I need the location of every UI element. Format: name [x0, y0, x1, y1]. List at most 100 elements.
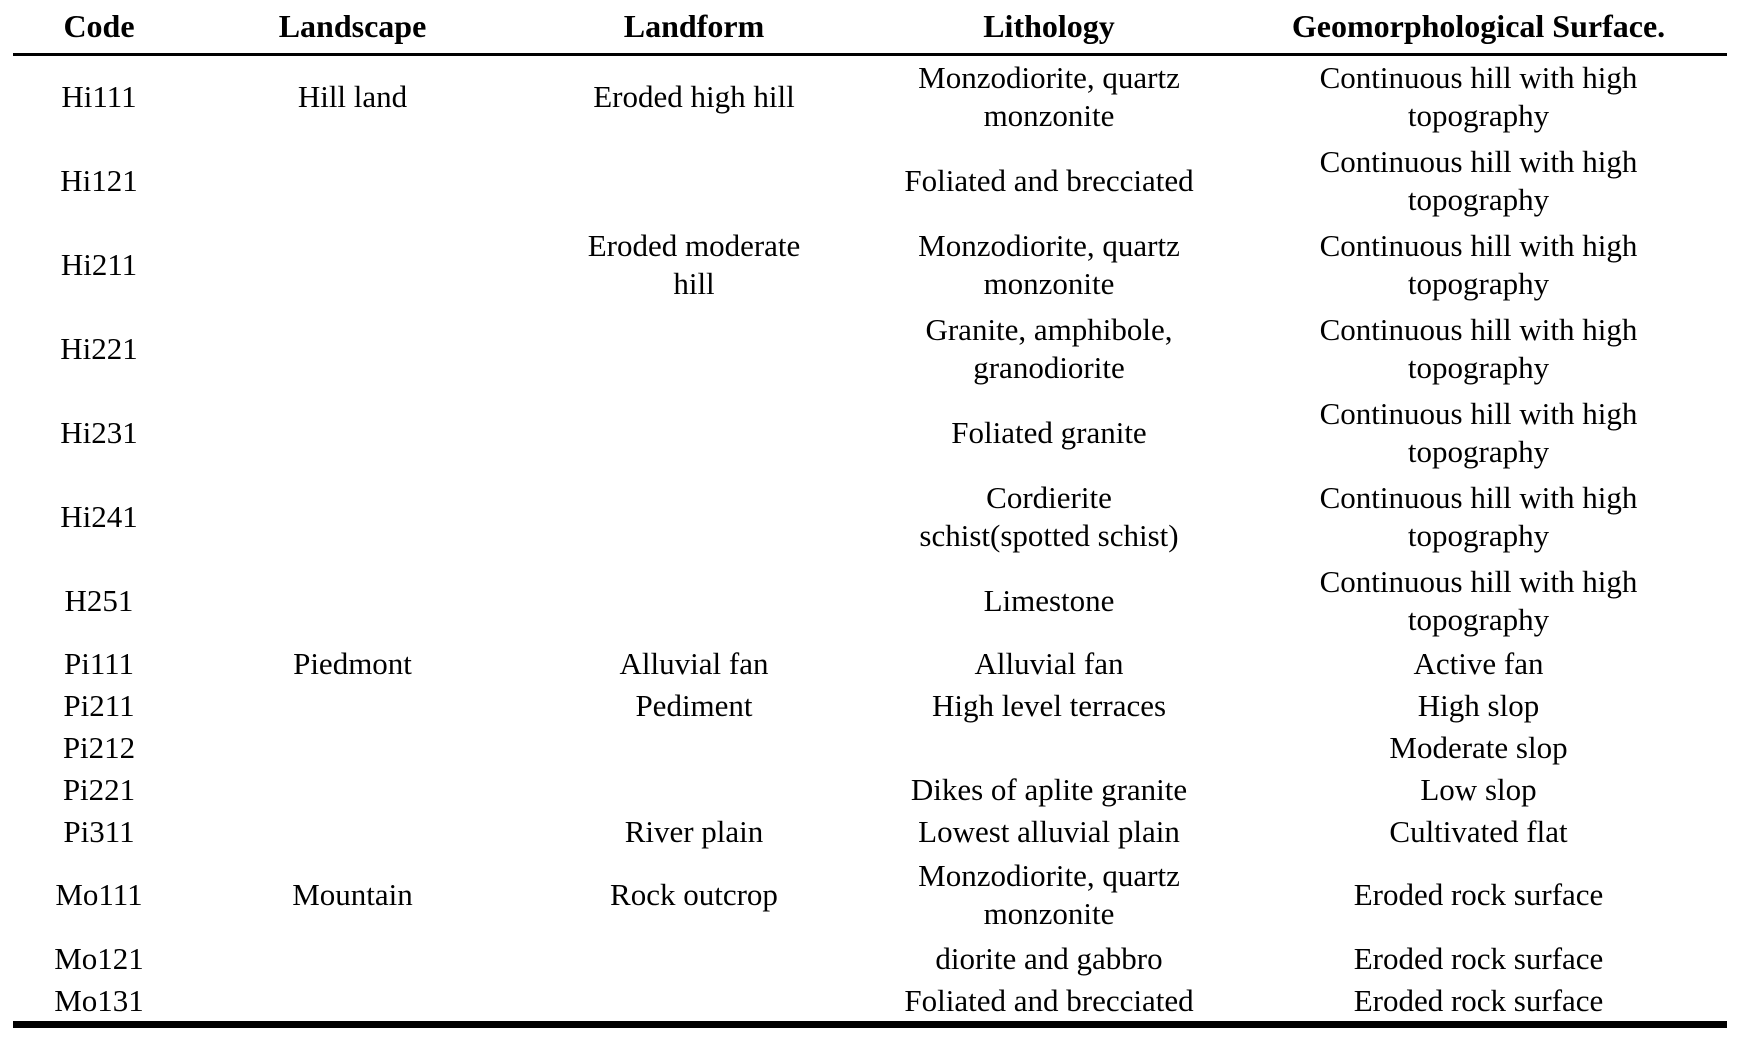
column-header-code: Code — [13, 0, 185, 56]
cell-landform: Rock outcrop — [610, 876, 778, 912]
header-row: Code Landscape Landform Lithology Geomor… — [13, 0, 1727, 56]
cell-landscape — [185, 981, 520, 1021]
cell-landscape — [185, 937, 520, 981]
cell-lithology: Foliated and brecciated — [904, 982, 1194, 1018]
cell-surface: Continuous hill with high topography — [1319, 395, 1638, 469]
column-header-lithology: Lithology — [868, 0, 1230, 56]
cell-landscape — [185, 769, 520, 811]
landform-table: Code Landscape Landform Lithology Geomor… — [13, 0, 1727, 1021]
table-row: Hi211 Eroded moderate hill Monzodiorite,… — [13, 223, 1727, 307]
cell-surface: Continuous hill with high topography — [1319, 311, 1638, 385]
cell-surface: Continuous hill with high topography — [1319, 143, 1638, 217]
cell-code: Hi121 — [60, 162, 138, 198]
cell-landscape — [185, 139, 520, 223]
cell-lithology: diorite and gabbro — [935, 940, 1163, 976]
cell-code: Hi221 — [60, 330, 138, 366]
cell-landform — [520, 981, 868, 1021]
cell-surface: Moderate slop — [1389, 729, 1568, 765]
cell-lithology: Alluvial fan — [974, 645, 1124, 681]
cell-surface: Eroded rock surface — [1353, 982, 1604, 1018]
cell-code: Pi111 — [63, 645, 135, 681]
cell-landscape — [185, 559, 520, 643]
cell-landscape — [185, 475, 520, 559]
table-row: Pi221 Dikes of aplite granite Low slop — [13, 769, 1727, 811]
cell-surface: Continuous hill with high topography — [1319, 60, 1638, 134]
table-row: Mo121 diorite and gabbro Eroded rock sur… — [13, 937, 1727, 981]
cell-surface: Continuous hill with high topography — [1319, 563, 1638, 637]
cell-lithology: Lowest alluvial plain — [918, 813, 1180, 849]
table-row: Hi121 Foliated and brecciated Continuous… — [13, 139, 1727, 223]
cell-lithology: Granite, amphibole, granodiorite — [925, 311, 1173, 385]
cell-lithology: High level terraces — [931, 687, 1167, 723]
cell-surface: Eroded rock surface — [1353, 876, 1604, 912]
cell-surface: Continuous hill with high topography — [1319, 479, 1638, 553]
table-row: Hi111 Hill land Eroded high hill Monzodi… — [13, 55, 1727, 139]
column-header-surface: Geomorphological Surface. — [1230, 0, 1727, 56]
cell-lithology — [868, 727, 1230, 769]
cell-code: Mo111 — [55, 876, 143, 912]
cell-landscape: Piedmont — [293, 645, 412, 681]
table-row: Hi221 Granite, amphibole, granodiorite C… — [13, 307, 1727, 391]
table-body: Hi111 Hill land Eroded high hill Monzodi… — [13, 55, 1727, 1021]
cell-landscape — [185, 307, 520, 391]
cell-landform: River plain — [624, 813, 764, 849]
cell-landform — [520, 937, 868, 981]
cell-lithology: Cordierite schist(spotted schist) — [919, 479, 1179, 553]
table-row: Pi211 Pediment High level terraces High … — [13, 685, 1727, 727]
cell-code: Pi212 — [62, 729, 136, 765]
cell-landscape: Mountain — [292, 876, 413, 912]
cell-code: Hi211 — [60, 246, 138, 282]
cell-landscape — [185, 811, 520, 853]
landform-table-wrap: Code Landscape Landform Lithology Geomor… — [13, 0, 1727, 1028]
cell-code: Pi221 — [62, 771, 136, 807]
cell-surface: Continuous hill with high topography — [1319, 227, 1638, 301]
cell-landscape: Hill land — [297, 79, 408, 115]
table-row: Mo111 Mountain Rock outcrop Monzodiorite… — [13, 853, 1727, 937]
table-header: Code Landscape Landform Lithology Geomor… — [13, 0, 1727, 56]
table-row: Pi212 Moderate slop — [13, 727, 1727, 769]
table-row: Pi111 Piedmont Alluvial fan Alluvial fan… — [13, 643, 1727, 685]
cell-code: Hi231 — [60, 414, 138, 450]
cell-landform: Eroded moderate hill — [587, 227, 801, 301]
cell-landform — [520, 559, 868, 643]
cell-code: H251 — [64, 582, 134, 618]
cell-landform: Alluvial fan — [619, 645, 769, 681]
cell-surface: High slop — [1417, 687, 1540, 723]
table-row: H251 Limestone Continuous hill with high… — [13, 559, 1727, 643]
cell-code: Hi111 — [61, 79, 137, 115]
table-row: Hi241 Cordierite schist(spotted schist) … — [13, 475, 1727, 559]
cell-code: Hi241 — [60, 498, 138, 534]
cell-lithology: Dikes of aplite granite — [910, 771, 1188, 807]
cell-surface: Eroded rock surface — [1353, 940, 1604, 976]
cell-code: Pi311 — [63, 813, 135, 849]
cell-landform — [520, 391, 868, 475]
table-row: Pi311 River plain Lowest alluvial plain … — [13, 811, 1727, 853]
table-row: Hi231 Foliated granite Continuous hill w… — [13, 391, 1727, 475]
cell-surface: Active fan — [1413, 645, 1544, 681]
cell-landform — [520, 307, 868, 391]
cell-lithology: Monzodiorite, quartz monzonite — [918, 857, 1180, 931]
cell-surface: Low slop — [1420, 771, 1537, 807]
cell-landscape — [185, 685, 520, 727]
column-header-landscape: Landscape — [185, 0, 520, 56]
cell-lithology: Foliated granite — [951, 414, 1147, 450]
cell-lithology: Monzodiorite, quartz monzonite — [918, 227, 1180, 301]
cell-code: Mo131 — [54, 982, 144, 1018]
cell-landscape — [185, 727, 520, 769]
cell-landform — [520, 139, 868, 223]
cell-lithology: Limestone — [983, 582, 1115, 618]
cell-landform — [520, 769, 868, 811]
cell-lithology: Foliated and brecciated — [904, 162, 1194, 198]
column-header-landform: Landform — [520, 0, 868, 56]
cell-landform — [520, 475, 868, 559]
cell-landform: Pediment — [635, 687, 753, 723]
cell-landform — [520, 727, 868, 769]
table-row: Mo131 Foliated and brecciated Eroded roc… — [13, 981, 1727, 1021]
cell-code: Mo121 — [54, 940, 144, 976]
cell-landscape — [185, 391, 520, 475]
cell-lithology: Monzodiorite, quartz monzonite — [918, 60, 1180, 134]
cell-code: Pi211 — [63, 687, 135, 723]
cell-landform: Eroded high hill — [593, 79, 795, 115]
cell-landscape — [185, 223, 520, 307]
